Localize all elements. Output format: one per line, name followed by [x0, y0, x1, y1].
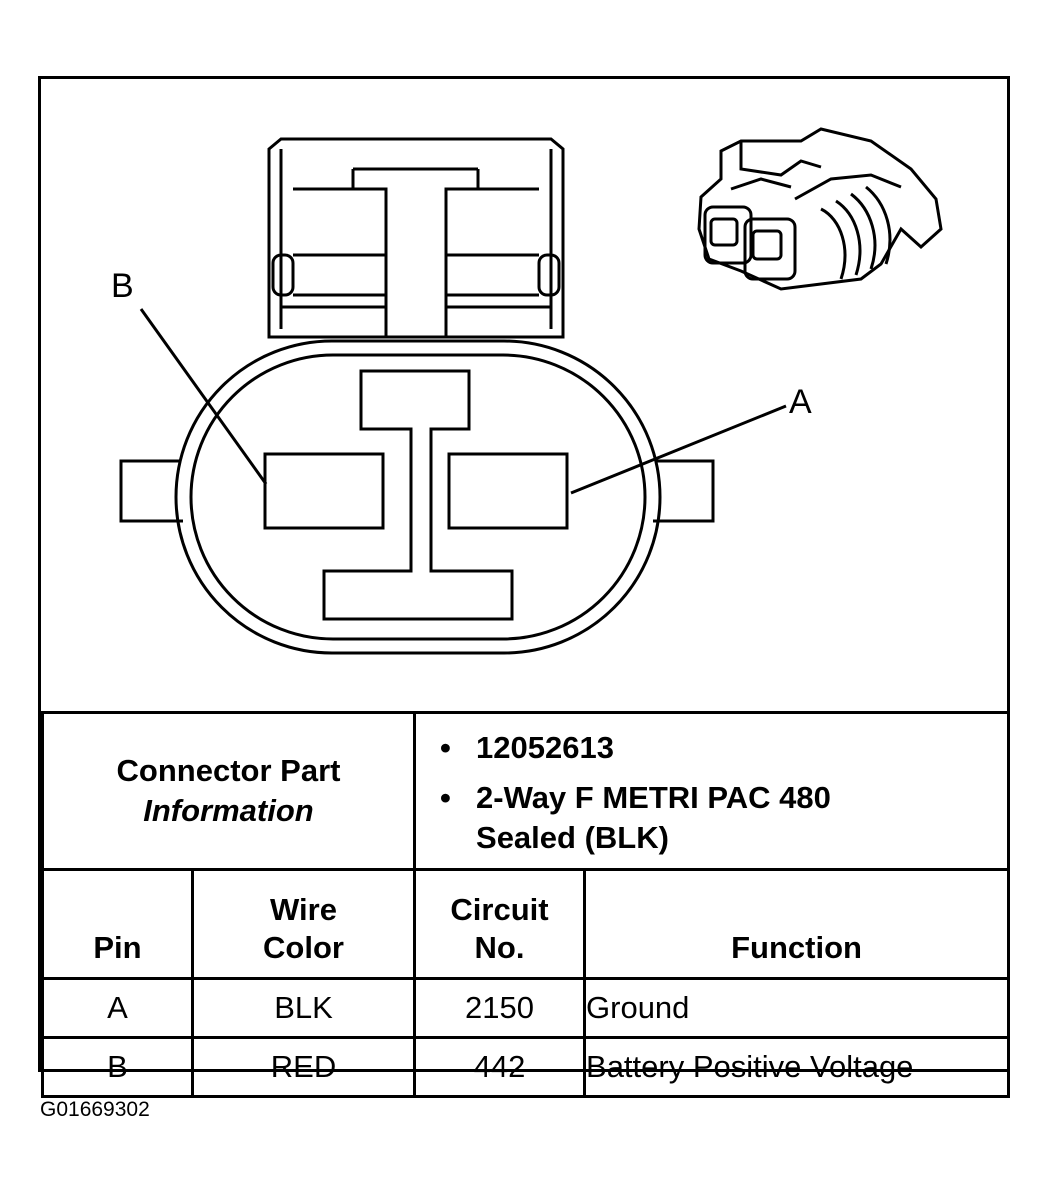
left-tab [119, 459, 183, 523]
cell-function: Battery Positive Voltage [583, 1036, 1011, 1098]
connector-face-drawing [119, 127, 943, 655]
connector-figure-frame: B A Connector Part Information 12052613 … [38, 76, 1011, 1098]
pin-label-b: B [111, 267, 134, 305]
connector-body-outer [174, 339, 662, 655]
part-number: 12052613 [440, 728, 1007, 768]
latch-t-shape [351, 167, 480, 337]
connector-part-row: Connector Part Information 12052613 2-Wa… [40, 711, 1011, 871]
cell-wire-color: RED [190, 1036, 417, 1098]
connector-diagram: B A [41, 79, 1007, 711]
table-row: A BLK 2150 Ground [41, 977, 1011, 1039]
figure-id: G01669302 [40, 1098, 150, 1121]
leader-line-b [139, 308, 268, 485]
connector-part-label-line2: Information [143, 793, 314, 828]
connector-body-inner [189, 353, 647, 641]
connector-part-label: Connector Part Information [40, 711, 417, 871]
header-function: Function [583, 868, 1011, 980]
cell-pin: A [41, 977, 194, 1039]
connector-part-label-line1: Connector Part [116, 753, 341, 788]
header-circuit-line2: No. [474, 930, 525, 965]
cell-circuit: 2150 [413, 977, 587, 1039]
right-tab [653, 459, 715, 523]
pin-label-a: A [789, 383, 812, 421]
connector-description-line2: Sealed (BLK) [476, 820, 669, 855]
connector-info-table: Connector Part Information 12052613 2-Wa… [40, 711, 1011, 1098]
connector-3d-view [697, 127, 943, 291]
header-wire-color-line1: Wire [270, 892, 337, 927]
header-circuit-line1: Circuit [450, 892, 549, 927]
pin-cavity-a [447, 452, 569, 530]
leader-line-a [570, 404, 787, 495]
header-pin: Pin [41, 868, 194, 980]
cell-circuit: 442 [413, 1036, 587, 1098]
header-pin-text: Pin [93, 930, 142, 965]
cell-function: Ground [583, 977, 1011, 1039]
header-wire-color-line2: Color [263, 930, 344, 965]
center-divider [322, 369, 514, 621]
pin-cavity-b [263, 452, 385, 530]
header-function-text: Function [731, 930, 862, 965]
cell-wire-color: BLK [190, 977, 417, 1039]
cell-pin: B [41, 1036, 194, 1098]
table-row: B RED 442 Battery Positive Voltage [41, 1036, 1011, 1098]
connector-description-line1: 2-Way F METRI PAC 480 [476, 780, 831, 815]
latch-housing [267, 137, 565, 339]
